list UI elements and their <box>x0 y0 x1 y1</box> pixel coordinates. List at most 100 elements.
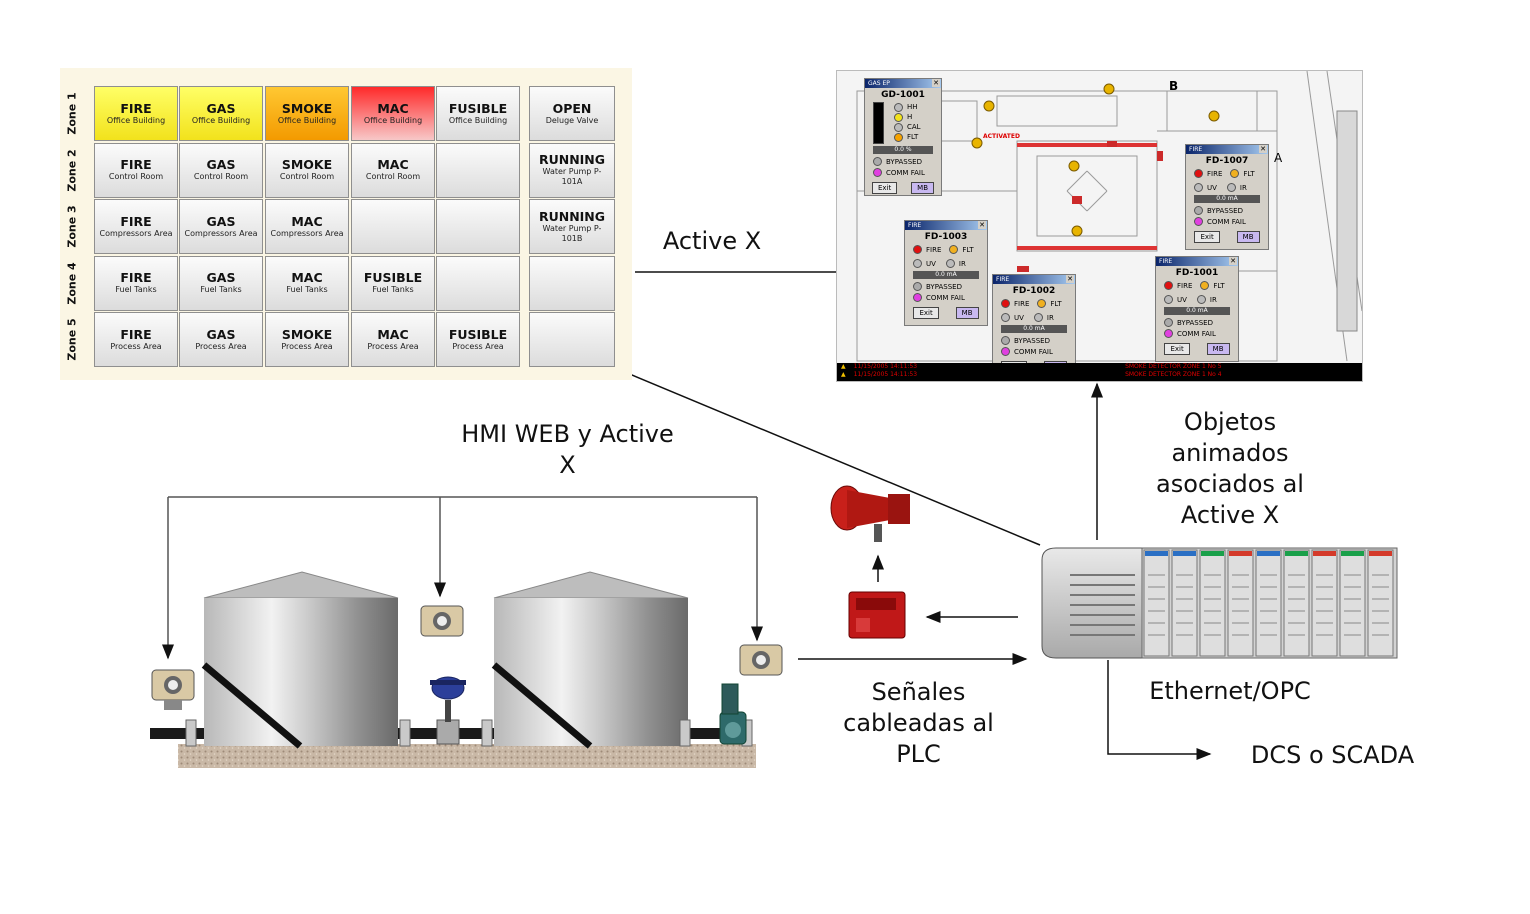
exit-button[interactable]: Exit <box>1164 343 1190 355</box>
active-x-label: Active X <box>662 227 762 255</box>
fault-led-icon <box>1037 299 1047 308</box>
fire-led-icon <box>1164 281 1173 290</box>
cell-subtitle: Process Area <box>195 341 247 351</box>
module-color-strip <box>1313 551 1336 556</box>
plant-floor-plan <box>856 71 1362 362</box>
faceplate-id: FD-1001 <box>1175 268 1219 278</box>
zone-status-cell[interactable] <box>351 199 435 254</box>
close-icon[interactable]: ✕ <box>932 79 940 87</box>
zone-marker-a: A <box>1274 151 1283 165</box>
cell-title: SMOKE <box>281 326 333 342</box>
cell-title: FUSIBLE <box>363 270 423 285</box>
zone-status-cell[interactable] <box>436 255 520 311</box>
status-led-icon <box>894 122 903 132</box>
module-color-strip <box>1201 551 1224 556</box>
objetos-line: animados <box>1171 439 1289 467</box>
cell-subtitle: Compressors Area <box>99 228 173 238</box>
mb-button[interactable]: MB <box>1206 343 1230 355</box>
plc-io-module <box>1339 549 1366 657</box>
dcs-scada-label: DCS o SCADA <box>1250 741 1415 769</box>
cell-title: MAC <box>291 270 323 285</box>
close-icon[interactable]: ✕ <box>1229 257 1237 265</box>
cell-subtitle: Compressors Area <box>184 228 258 238</box>
zone-status-cell[interactable] <box>436 142 520 198</box>
mb-button[interactable]: MB <box>1236 231 1260 243</box>
zone-status-cell[interactable] <box>529 255 615 311</box>
cell-subtitle: Control Room <box>193 172 249 181</box>
cell-subtitle: Fuel Tanks <box>200 285 242 294</box>
close-icon[interactable]: ✕ <box>1259 145 1267 153</box>
zone-label: Zone 3 <box>65 205 79 248</box>
gas-level-row: HH <box>894 102 921 112</box>
zone-status-cell[interactable] <box>529 312 615 367</box>
module-color-strip <box>1229 551 1252 556</box>
fire-led-icon <box>913 245 922 254</box>
cell-title: GAS <box>206 270 236 285</box>
hmi-web-label-line1: HMI WEB y Active <box>461 420 674 448</box>
deluge-valve <box>719 683 747 745</box>
cell-subtitle: Compressors Area <box>270 228 344 238</box>
cell-title: FIRE <box>120 157 152 172</box>
close-icon[interactable]: ✕ <box>1066 275 1074 283</box>
cell-subtitle: Office Building <box>448 115 508 125</box>
cell-subtitle: Control Room <box>279 172 335 181</box>
gas-level-label: HH <box>907 103 918 111</box>
cell-title: GAS <box>206 326 236 342</box>
objetos-line: asociados al <box>1156 470 1304 498</box>
fault-led-icon <box>1230 169 1240 178</box>
gas-level-label: FLT <box>907 133 919 141</box>
cell-subtitle: Process Area <box>452 341 504 351</box>
faceplate-id: GD-1001 <box>881 90 925 100</box>
detector-value: 0.0 mA <box>1194 195 1260 203</box>
exit-button[interactable]: Exit <box>871 182 898 194</box>
zone-marker-b: B <box>1169 79 1179 93</box>
zone-status-cell[interactable] <box>436 199 520 254</box>
status-led-icon <box>894 112 903 122</box>
mb-button[interactable]: MB <box>911 182 935 194</box>
exit-button[interactable]: Exit <box>1194 231 1220 243</box>
gas-level-row: CAL <box>894 122 921 132</box>
fault-led-icon <box>1200 281 1210 290</box>
exit-button[interactable]: Exit <box>913 307 939 319</box>
cell-subtitle: Office Building <box>277 115 337 125</box>
close-icon[interactable]: ✕ <box>978 221 986 229</box>
mb-button[interactable]: MB <box>955 307 979 319</box>
cell-title: FIRE <box>120 213 152 229</box>
senales-line: cableadas al <box>843 709 994 737</box>
gas-level-row: H <box>894 112 921 122</box>
